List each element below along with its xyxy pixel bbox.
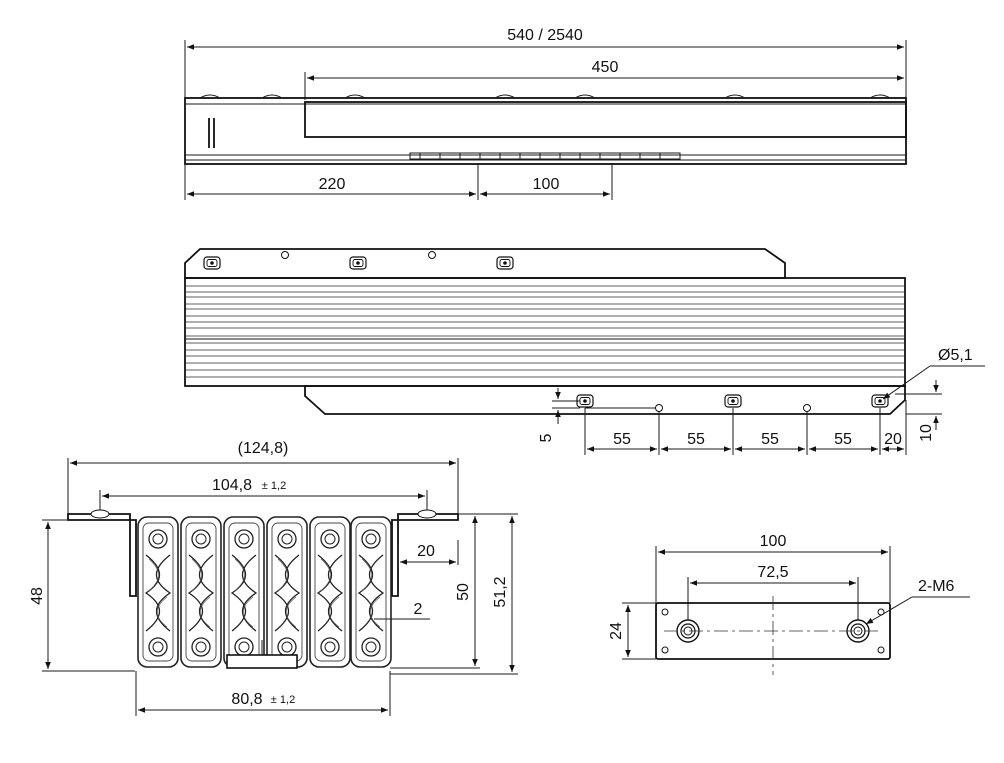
section-height-outer-label: 51,2 <box>492 576 509 607</box>
pitch-4-label: 55 <box>834 431 852 448</box>
hole-diameter-label: Ø5,1 <box>938 347 973 364</box>
overall-length-label: 540 / 2540 <box>507 27 583 44</box>
section-height-inner-label: 50 <box>455 583 472 601</box>
plate-height-label: 24 <box>608 622 625 640</box>
vertical-offset-label: 5 <box>538 433 555 442</box>
plate-hole-spacing-label: 72,5 <box>757 564 788 581</box>
section-flange-label: 104,8 <box>212 477 252 494</box>
section-ear-label: 20 <box>417 543 435 560</box>
section-overall-label: (124,8) <box>238 440 289 457</box>
slider-length-label: 450 <box>592 59 619 76</box>
section-bottom-label: 80,8 <box>231 691 262 708</box>
section-height-left-label: 48 <box>29 587 46 605</box>
mount-width-label: 100 <box>533 176 560 193</box>
section-bottom-tol: ± 1,2 <box>271 694 295 706</box>
offset-left-label: 220 <box>319 176 346 193</box>
section-flange-tol: ± 1,2 <box>262 480 286 492</box>
pitch-1-label: 55 <box>613 431 631 448</box>
side-view: 55 55 55 55 20 5 10 Ø5,1 <box>184 248 985 455</box>
edge-offset-label: 10 <box>918 424 935 442</box>
mounting-plate-view: 100 72,5 24 2-M6 <box>608 533 970 675</box>
cross-section-view: (124,8) 104,8 ± 1,2 20 2 48 <box>29 440 518 716</box>
section-wall-label: 2 <box>414 601 423 618</box>
plate-width-label: 100 <box>760 533 787 550</box>
pitch-2-label: 55 <box>687 431 705 448</box>
pitch-3-label: 55 <box>761 431 779 448</box>
end-offset-label: 20 <box>884 431 902 448</box>
plate-thread-label: 2-M6 <box>918 578 955 595</box>
top-view: 540 / 2540 450 <box>184 27 907 200</box>
